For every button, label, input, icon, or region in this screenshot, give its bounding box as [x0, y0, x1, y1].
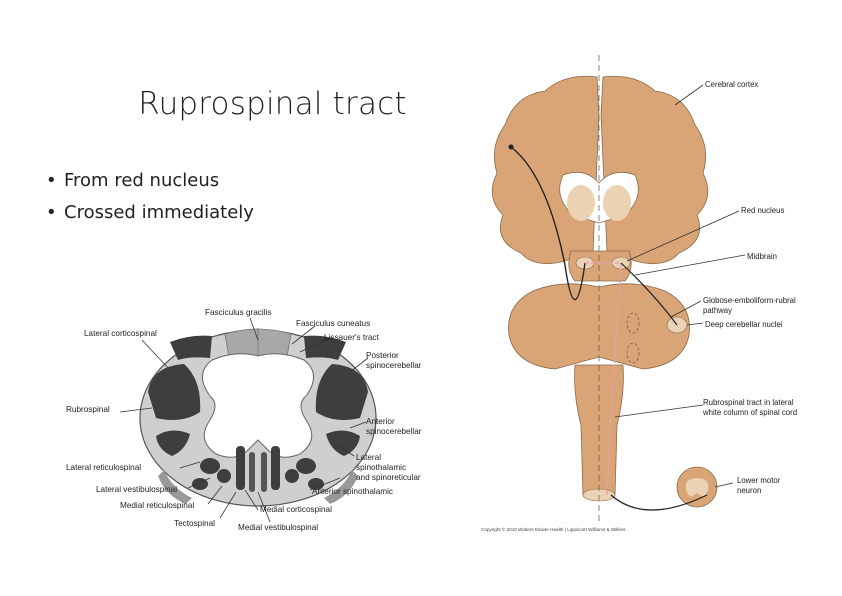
label-anterior-spinocerebellar-2: spinocerebellar: [366, 427, 422, 436]
label-lissauers-tract: Lissauer's tract: [324, 333, 380, 342]
right-hemisphere: [600, 75, 709, 265]
label-fasciculus-cuneatus: Fasciculus cuneatus: [296, 319, 370, 328]
left-hemisphere: [491, 75, 600, 265]
label-rubrospinal: Rubrospinal: [66, 405, 110, 414]
brain-rubrospinal-diagram: Cerebral cortex Red nucleus Midbrain Glo…: [481, 55, 797, 532]
bullet-item: • Crossed immediately: [46, 202, 254, 223]
label-lateral-spinothalamic: Lateral: [356, 453, 381, 462]
label-lateral-vestibulospinal: Lateral vestibulospinal: [96, 485, 177, 494]
rubrospinal-tract-line: [585, 262, 622, 496]
label-medial-reticulospinal: Medial reticulospinal: [120, 501, 194, 510]
label-globose-pathway-2: pathway: [703, 306, 732, 315]
bullet-item: • From red nucleus: [46, 170, 254, 191]
lateral-corticospinal-tract-right: [315, 364, 368, 420]
label-lateral-reticulospinal: Lateral reticulospinal: [66, 463, 141, 472]
bullet-dot: •: [46, 202, 57, 223]
label-rubrospinal-lateral-2: white column of spinal cord: [702, 408, 797, 417]
bullet-dot: •: [46, 170, 57, 191]
label-medial-vestibulospinal: Medial vestibulospinal: [238, 523, 318, 532]
slide-title: Ruprospinal tract: [138, 86, 407, 122]
bullet-list: • From red nucleus • Crossed immediately: [46, 170, 254, 234]
label-medial-corticospinal: Medial corticospinal: [260, 505, 332, 514]
label-midbrain: Midbrain: [747, 252, 777, 261]
label-lower-motor-neuron-2: neuron: [737, 486, 761, 495]
label-rubrospinal-lateral: Rubrospinal tract in lateral: [703, 398, 794, 407]
lateral-corticospinal-tract: [148, 364, 201, 420]
label-lateral-spinothalamic-2: spinothalamic: [356, 463, 406, 472]
label-posterior-spinocerebellar-2: spinocerebellar: [366, 361, 422, 370]
spinal-cord-cross-section: Fasciculus gracilis Fasciculus cuneatus …: [66, 308, 422, 532]
gray-matter: [202, 353, 314, 458]
bullet-text: Crossed immediately: [64, 202, 254, 223]
label-lateral-spinothalamic-3: and spinoreticular: [356, 473, 421, 482]
label-deep-cerebellar-nuclei: Deep cerebellar nuclei: [705, 320, 783, 329]
label-cerebral-cortex: Cerebral cortex: [705, 80, 758, 89]
label-lower-motor-neuron: Lower motor: [737, 476, 781, 485]
label-globose-pathway: Globose-emboliform-rubral: [703, 296, 796, 305]
label-fasciculus-gracilis: Fasciculus gracilis: [205, 308, 271, 317]
label-anterior-spinocerebellar: Anterior: [366, 417, 395, 426]
label-red-nucleus: Red nucleus: [741, 206, 784, 215]
label-tectospinal: Tectospinal: [174, 519, 215, 528]
label-anterior-spinothalamic: Anterior spinothalamic: [312, 487, 393, 496]
label-lateral-corticospinal: Lateral corticospinal: [84, 329, 157, 338]
label-posterior-spinocerebellar: Posterior: [366, 351, 399, 360]
bullet-text: From red nucleus: [64, 170, 220, 191]
copyright-text: Copyright © 2010 Wolters Kluwer Health |…: [481, 526, 626, 532]
